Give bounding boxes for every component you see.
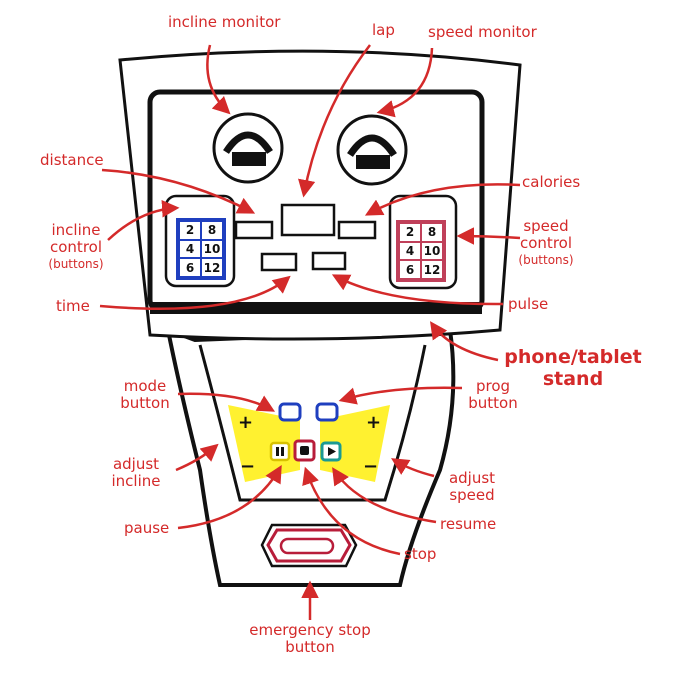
label-calories: calories (522, 173, 581, 191)
speed-key[interactable]: 2 (399, 223, 421, 242)
arrow-adjust-speed (391, 458, 435, 478)
label-incline-control-line: incline (51, 221, 101, 239)
incline-control-keypad[interactable]: 2 8 4 10 6 12 (176, 218, 226, 280)
label-emergency-stop-line: emergency stop (249, 621, 371, 639)
label-incline-control: incline control (buttons) (36, 222, 116, 273)
incline-key[interactable]: 6 (179, 258, 201, 277)
lap-window (280, 203, 336, 237)
label-lap: lap (372, 21, 395, 39)
stop-button[interactable] (293, 439, 316, 462)
arrow-phone-stand (430, 321, 499, 362)
arrow-pulse (331, 274, 504, 306)
label-phone-tablet-stand: phone/tablet stand (498, 346, 648, 390)
incline-gauge (212, 112, 284, 184)
arrow-distance (101, 168, 256, 214)
label-pulse: pulse (508, 295, 549, 313)
prog-button[interactable] (315, 402, 339, 422)
incline-minus-button[interactable]: − (240, 456, 256, 477)
speed-key[interactable]: 8 (421, 223, 443, 242)
arrow-calories (364, 183, 521, 216)
arrow-speed-monitor (376, 47, 434, 118)
label-adjust-incline: adjust incline (96, 456, 176, 490)
arrow-time (99, 275, 291, 310)
time-window (260, 252, 298, 272)
label-mode-button-line: button (120, 394, 170, 412)
distance-window (234, 220, 274, 240)
label-distance: distance (40, 151, 104, 169)
speed-key[interactable]: 10 (421, 241, 443, 261)
label-prog-button-line: button (468, 394, 518, 412)
incline-key[interactable]: 8 (201, 221, 223, 240)
label-incline-monitor: incline monitor (168, 13, 281, 31)
label-prog-button: prog button (458, 378, 528, 412)
incline-key[interactable]: 10 (201, 239, 223, 259)
label-adjust-incline-line: incline (111, 472, 161, 490)
label-pause: pause (124, 519, 170, 537)
label-adjust-speed: adjust speed (432, 470, 512, 504)
label-time: time (56, 297, 90, 315)
adjust-speed-pad (320, 405, 390, 482)
speed-key[interactable]: 12 (421, 260, 443, 279)
incline-key[interactable]: 4 (179, 239, 201, 259)
label-speed-monitor: speed monitor (428, 23, 537, 41)
label-incline-control-line: control (50, 238, 102, 256)
arrow-prog-button (338, 386, 463, 405)
label-adjust-speed-line: adjust (448, 469, 496, 487)
label-prog-button-line: prog (475, 377, 511, 395)
label-mode-button-line: mode (123, 377, 167, 395)
label-speed-control-line: speed (523, 217, 569, 235)
label-speed-control: speed control (buttons) (506, 218, 586, 269)
label-stop: stop (404, 545, 437, 563)
arrow-speed-control (456, 227, 521, 245)
pause-button[interactable] (269, 441, 291, 462)
label-resume: resume (440, 515, 497, 533)
incline-key[interactable]: 2 (179, 221, 201, 240)
resume-button[interactable] (320, 441, 342, 462)
speed-minus-button[interactable]: − (363, 456, 379, 477)
mode-button[interactable] (278, 402, 302, 422)
label-mode-button: mode button (110, 378, 180, 412)
label-emergency-stop: emergency stop button (230, 622, 390, 656)
arrow-incline-control (107, 200, 180, 241)
phone-tablet-stand (150, 302, 482, 314)
speed-plus-button[interactable]: + (366, 412, 382, 433)
arrow-incline-monitor (206, 44, 231, 115)
label-phone-stand-line: stand (542, 368, 604, 390)
incline-key[interactable]: 12 (201, 258, 223, 277)
arrow-resume (332, 467, 437, 524)
speed-control-keypad[interactable]: 2 8 4 10 6 12 (396, 220, 446, 282)
annotation-arrows (99, 44, 521, 620)
arrow-pause (177, 464, 282, 530)
arrow-mode-button (177, 392, 276, 412)
speed-key[interactable]: 6 (399, 260, 421, 279)
label-adjust-incline-line: adjust (112, 455, 160, 473)
label-incline-control-line: (buttons) (48, 257, 104, 271)
label-speed-control-line: (buttons) (518, 253, 574, 267)
speed-key[interactable]: 4 (399, 241, 421, 261)
arrow-stop (302, 466, 401, 556)
arrow-lap (298, 44, 371, 198)
label-phone-stand-line: phone/tablet (504, 346, 642, 368)
speed-gauge (336, 114, 408, 186)
calories-window (337, 220, 377, 240)
incline-plus-button[interactable]: + (238, 412, 254, 433)
emergency-stop-button[interactable] (260, 523, 358, 568)
arrow-adjust-incline (175, 443, 219, 472)
label-emergency-stop-line: button (285, 638, 335, 656)
pulse-window (311, 251, 347, 271)
adjust-incline-pad (228, 405, 300, 482)
label-adjust-speed-line: speed (449, 486, 495, 504)
label-speed-control-line: control (520, 234, 572, 252)
